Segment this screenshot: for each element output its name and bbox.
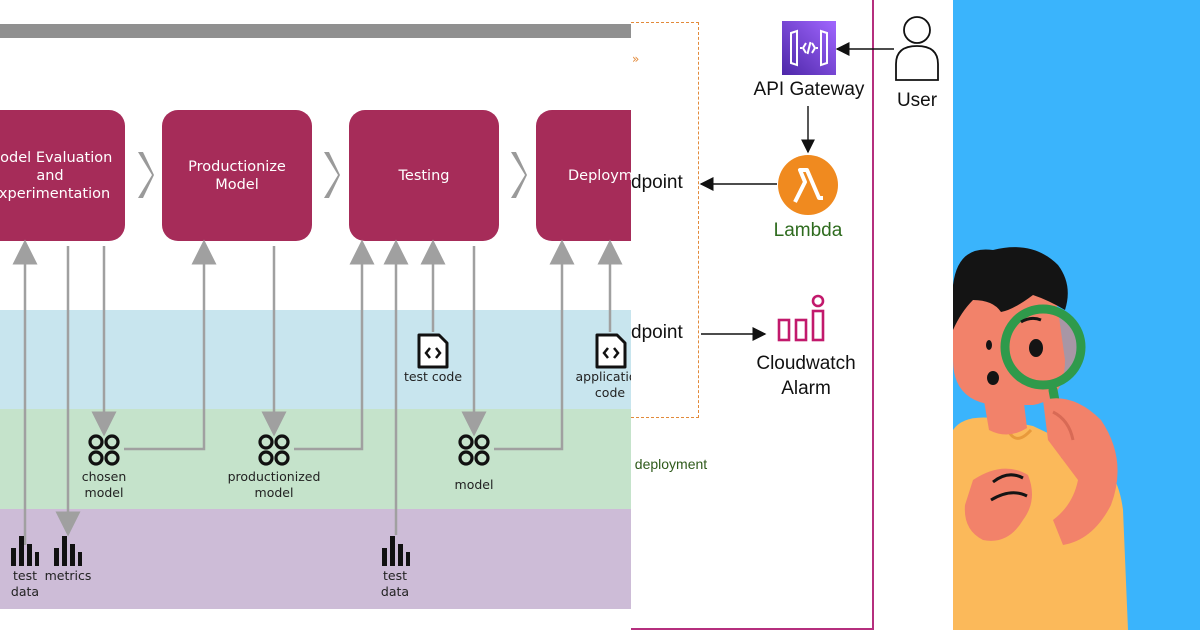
lambda-icon <box>778 155 838 215</box>
test-data-label: test data <box>380 568 410 599</box>
magnifier-icon <box>1000 304 1086 460</box>
user-label: User <box>896 90 938 111</box>
code-file-icon <box>595 333 627 369</box>
endpoint-label: dpoint <box>631 172 683 193</box>
orange-mark: » <box>632 52 640 66</box>
top-bar <box>0 24 631 38</box>
endpoint-label: dpoint <box>631 322 683 343</box>
chevron-right-icon <box>324 152 340 198</box>
test-data-label: test data <box>10 568 40 599</box>
stage-model-evaluation: Model Evaluation and Experimentation <box>0 110 125 241</box>
stage-deployment: Deployment <box>536 110 631 241</box>
aws-architecture-diagram: » API Gateway User <box>631 0 953 630</box>
cloudwatch-label-line2: Alarm <box>781 378 831 399</box>
dashed-container <box>631 22 699 418</box>
metrics-label: metrics <box>44 568 92 583</box>
stage-productionize-model: Productionize Model <box>162 110 312 241</box>
bar-chart-icon <box>382 536 410 566</box>
application-code-label: application code <box>575 369 631 400</box>
model-icon <box>458 434 490 466</box>
model-label: model <box>454 477 494 492</box>
bar-chart-icon <box>11 536 39 566</box>
stage-label: Deployment <box>568 167 631 184</box>
lambda-label: Lambda <box>773 220 843 241</box>
person-illustration <box>953 247 1128 630</box>
stage-label: Testing <box>398 167 450 184</box>
model-icon <box>258 434 290 466</box>
productionized-model-label: productionized model <box>227 469 321 500</box>
chosen-model-label: chosen model <box>81 469 127 500</box>
model-icon <box>88 434 120 466</box>
chevron-right-icon <box>511 152 527 198</box>
connector-arrows <box>699 42 894 341</box>
stage-label: Model Evaluation and Experimentation <box>0 149 113 202</box>
test-code-label: test code <box>403 369 463 384</box>
account-frame <box>631 0 874 630</box>
chevron-right-icon <box>138 152 154 198</box>
connector-arrows <box>12 239 623 545</box>
stage-label: Productionize Model <box>188 158 286 193</box>
code-file-icon <box>417 333 449 369</box>
data-band <box>0 509 631 609</box>
cloudwatch-label-line1: Cloudwatch <box>756 353 856 374</box>
ml-pipeline-diagram: Model Evaluation and Experimentation Pro… <box>0 24 631 609</box>
illustration-panel <box>953 0 1200 630</box>
stage-testing: Testing <box>349 110 499 241</box>
user-icon <box>895 16 939 81</box>
bar-chart-icon <box>54 536 82 566</box>
api-gateway-icon <box>782 21 836 75</box>
deployment-note: / deployment <box>631 456 708 472</box>
cloudwatch-icon <box>777 294 825 342</box>
api-gateway-label: API Gateway <box>753 79 865 100</box>
